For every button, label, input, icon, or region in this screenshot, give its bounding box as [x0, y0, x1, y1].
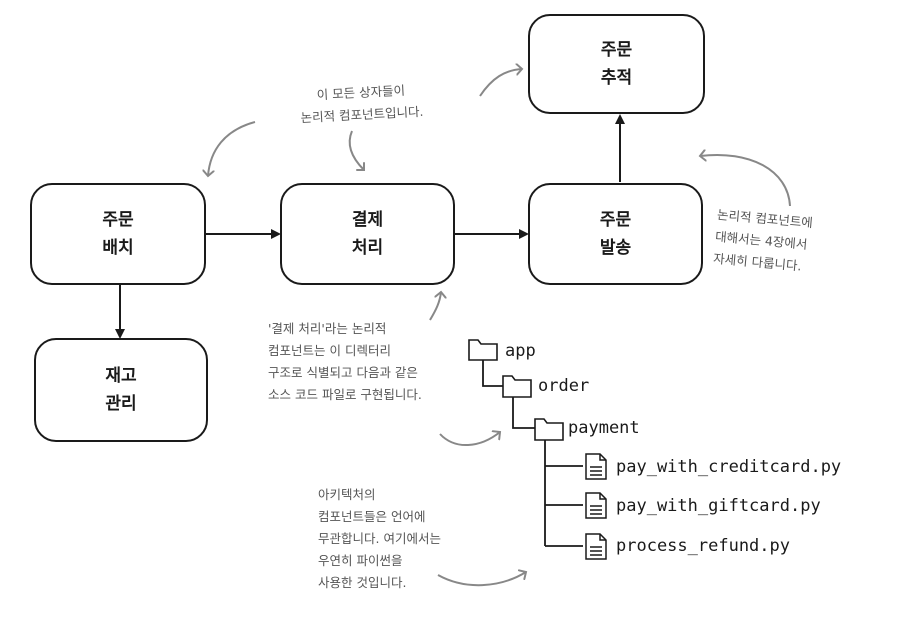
callout-arrow-to-shipping-right — [700, 155, 791, 207]
note-all-boxes-logical: 이 모든 상자들이 논리적 컴포넌트입니다. — [299, 79, 424, 129]
file-icon-creditcard — [585, 453, 607, 480]
note-middle-line-1: '결제 처리'라는 논리적 — [268, 321, 387, 336]
callout-arrow-up-to-payment — [429, 292, 441, 321]
callout-arrow-to-tree — [439, 432, 500, 447]
order-tracking-label-2: 추적 — [600, 68, 633, 88]
order-placement-box: 주문 배치 — [30, 183, 206, 285]
note-middle-line-4: 소스 코드 파일로 구현됩니다. — [268, 387, 422, 402]
folder-icon-payment — [534, 418, 564, 441]
inventory-management-label-1: 재고 — [105, 366, 137, 386]
tree-file-giftcard: pay_with_giftcard.py — [616, 496, 821, 516]
inventory-management-box: 재고 관리 — [34, 338, 208, 442]
tree-folder-app: app — [505, 341, 536, 361]
callout-arrow-to-files — [437, 572, 526, 587]
payment-processing-box: 결제 처리 — [280, 183, 455, 285]
order-tracking-box: 주문 추적 — [528, 14, 705, 114]
folder-icon-order — [502, 375, 532, 398]
inventory-management-label-2: 관리 — [105, 394, 137, 414]
order-placement-label-1: 주문 — [102, 210, 134, 230]
note-payment-directory: '결제 처리'라는 논리적 컴포넌트는 이 디렉터리 구조로 식별되고 다음과 … — [268, 318, 422, 406]
file-icon-giftcard — [585, 492, 607, 519]
note-bottom-line-1: 아키텍처의 — [318, 487, 376, 502]
callout-arrow-to-tracking — [479, 69, 522, 97]
tree-file-creditcard: pay_with_creditcard.py — [616, 457, 842, 477]
tree-lines — [482, 360, 583, 547]
note-bottom-line-5: 사용한 것입니다. — [318, 575, 407, 590]
order-shipping-box: 주문 발송 — [528, 183, 703, 285]
note-middle-line-3: 구조로 식별되고 다음과 같은 — [268, 365, 418, 380]
payment-processing-label-2: 처리 — [351, 238, 384, 258]
order-tracking-label-1: 주문 — [600, 40, 633, 60]
note-bottom-line-3: 무관합니다. 여기에서는 — [318, 531, 441, 546]
note-language-agnostic: 아키텍처의 컴포넌트들은 언어에 무관합니다. 여기에서는 우연히 파이썬을 사… — [318, 484, 441, 594]
tree-folder-payment: payment — [568, 418, 640, 438]
note-chapter-4: 논리적 컴포넌트에 대해서는 4장에서 자세히 다룹니다. — [712, 204, 814, 278]
callout-arrow-to-placement — [208, 121, 256, 176]
tree-file-refund: process_refund.py — [616, 536, 790, 556]
file-icon-refund — [585, 533, 607, 560]
note-middle-line-2: 컴포넌트는 이 디렉터리 — [268, 343, 391, 358]
callout-arrow-to-payment — [348, 130, 364, 170]
note-bottom-line-2: 컴포넌트들은 언어에 — [318, 509, 426, 524]
note-bottom-line-4: 우연히 파이썬을 — [318, 553, 403, 568]
folder-icon-app — [468, 339, 498, 361]
order-shipping-label-1: 주문 — [599, 210, 632, 230]
order-shipping-label-2: 발송 — [599, 238, 632, 258]
tree-folder-order: order — [538, 376, 590, 396]
order-placement-label-2: 배치 — [102, 238, 134, 258]
payment-processing-label-1: 결제 — [351, 210, 384, 230]
